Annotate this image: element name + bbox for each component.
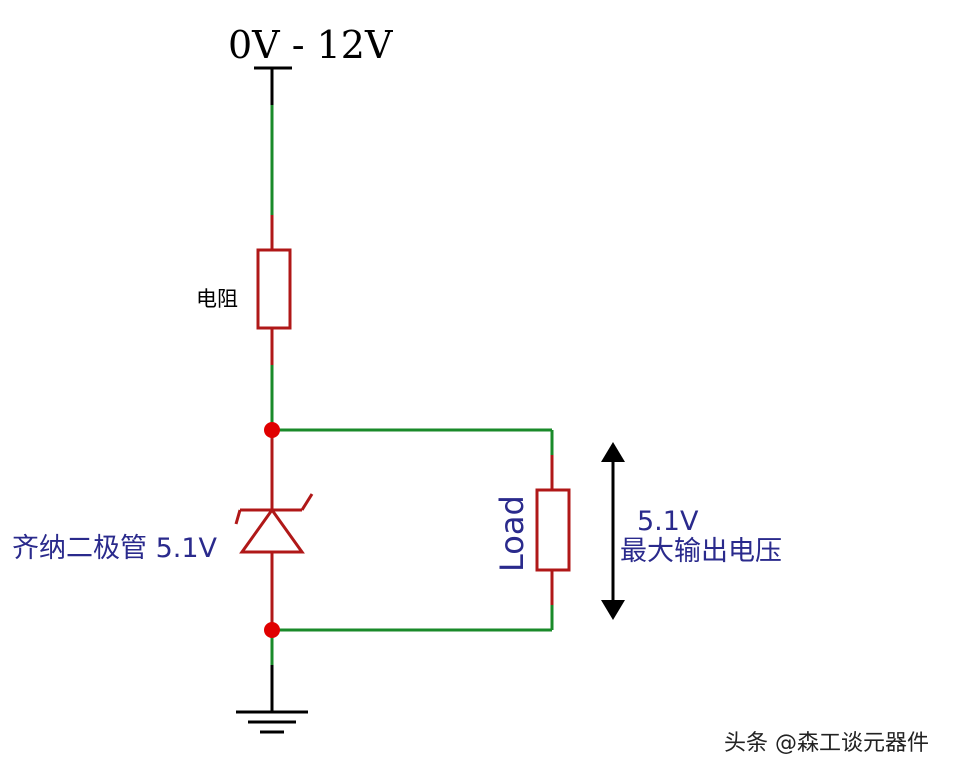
- output-voltage-caption: 最大输出电压: [620, 536, 782, 567]
- output-range-arrow: [601, 442, 625, 620]
- supply-terminal: [254, 66, 292, 105]
- resistor-label: 电阻: [196, 287, 238, 311]
- resistor: [256, 215, 292, 365]
- zener-diode: [234, 430, 314, 630]
- supply-voltage-label: 0V - 12V: [228, 23, 393, 67]
- node-top: [264, 422, 280, 438]
- wires: [270, 105, 554, 665]
- output-voltage-value: 5.1V: [637, 506, 699, 537]
- load-resistor: [535, 455, 571, 605]
- ground-symbol: [236, 665, 308, 734]
- zener-label: 齐纳二极管 5.1V: [12, 533, 218, 564]
- node-bottom: [264, 622, 280, 638]
- load-label: Load: [493, 495, 531, 572]
- watermark-text: 头条 @森工谈元器件: [724, 731, 929, 756]
